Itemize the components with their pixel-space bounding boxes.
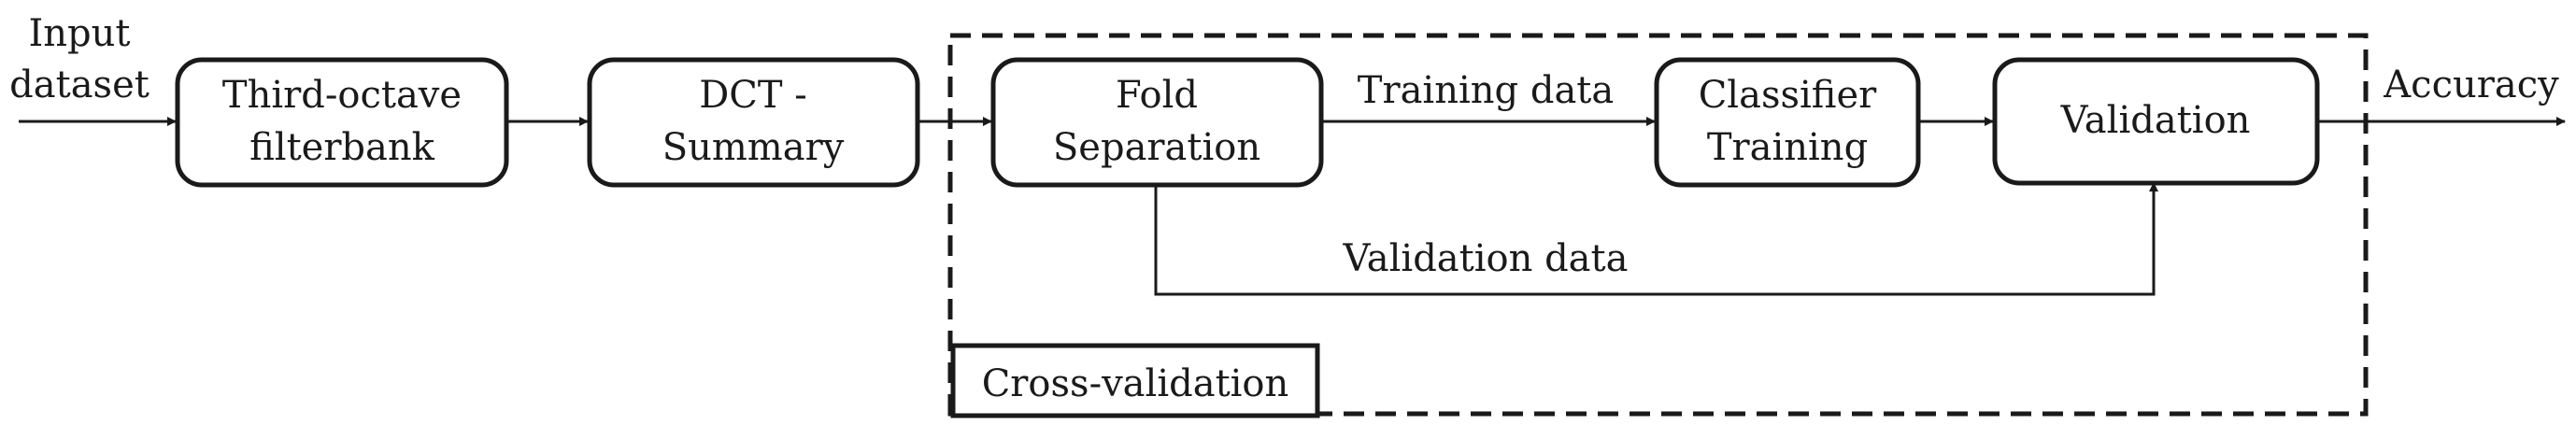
validation-data-path	[1154, 182, 2158, 296]
cross-validation-frame	[947, 33, 2369, 417]
cross-validation-label: Cross-validation	[982, 362, 1289, 405]
fold-label-line1: Fold	[1116, 74, 1198, 117]
dct-label-line1: DCT -	[699, 74, 807, 117]
dct-summary-node: DCT - Summary	[587, 57, 920, 188]
filterbank-label-line2: filterbank	[249, 126, 435, 169]
validation-node: Validation	[1992, 57, 2320, 186]
cross-validation-tag: Cross-validation	[950, 343, 1320, 418]
input-label-line1: Input	[28, 12, 130, 55]
classifier-label-line2: Training	[1707, 126, 1868, 169]
validation-label: Validation	[2060, 99, 2251, 142]
classifier-training-node: Classifier Training	[1654, 57, 1921, 188]
classifier-label-line1: Classifier	[1699, 74, 1877, 117]
training-data-label: Training data	[1358, 69, 1614, 112]
filterbank-node: Third-octave filterbank	[175, 57, 509, 188]
input-label-line2: dataset	[9, 64, 149, 106]
filterbank-label-line1: Third-octave	[222, 74, 462, 117]
dct-label-line2: Summary	[662, 126, 845, 169]
validation-data-label: Validation data	[1343, 237, 1629, 280]
fold-label-line2: Separation	[1053, 126, 1260, 169]
accuracy-label: Accuracy	[2383, 64, 2559, 106]
fold-separation-node: Fold Separation	[990, 57, 1324, 188]
